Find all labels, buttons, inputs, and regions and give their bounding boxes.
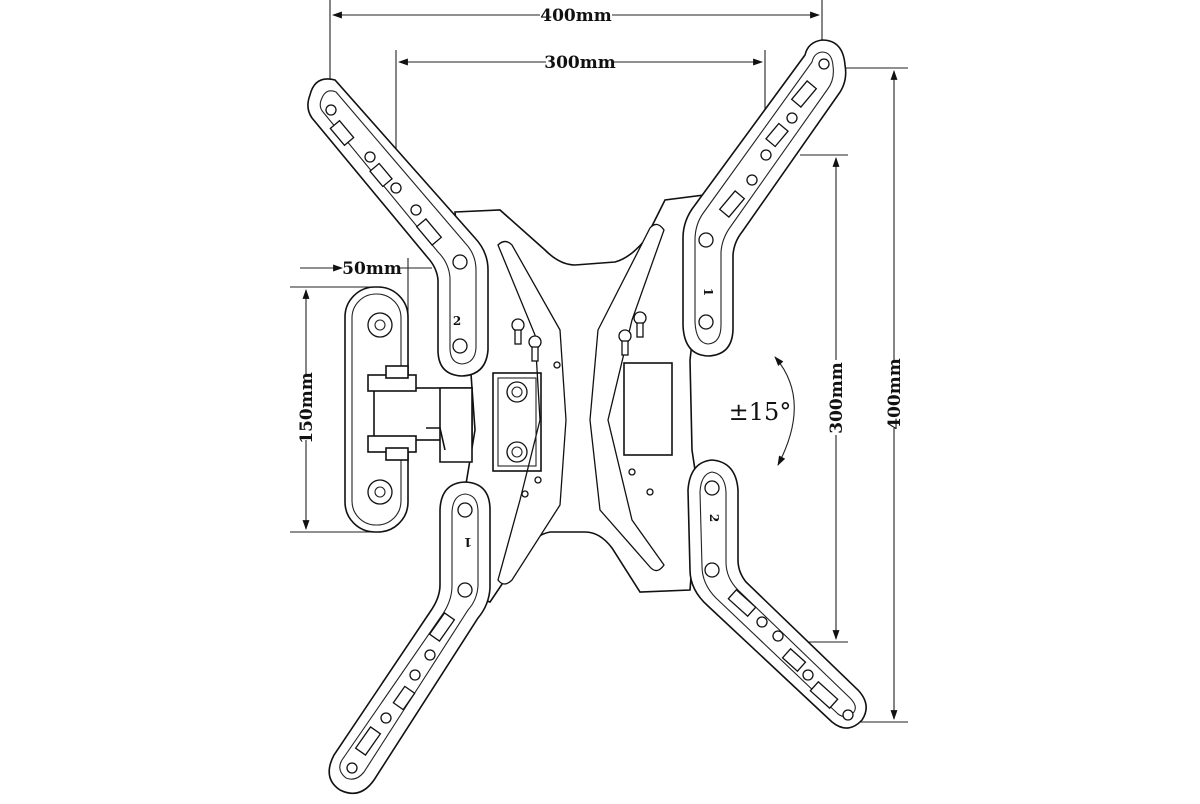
keyhole-left-1 <box>511 318 525 345</box>
keyhole-left-2 <box>528 335 542 362</box>
keyhole-right-2 <box>618 329 632 356</box>
tilt-arc-arrow <box>774 356 795 466</box>
tilt-angle-label: ±15° <box>729 398 792 426</box>
dim-wall-50: 50mm <box>342 259 402 279</box>
dimension-lines <box>290 0 908 723</box>
part-number-lower-left: 1 <box>464 535 472 549</box>
keyhole-right-1 <box>633 311 647 338</box>
center-plate <box>454 192 722 603</box>
dim-top-300: 300mm <box>544 53 615 73</box>
arm-upper-right: 1 <box>682 39 847 357</box>
arm-lower-right: 2 <box>687 459 867 729</box>
arm-upper-left: 2 <box>307 78 489 377</box>
part-number-upper-left: 2 <box>453 314 461 328</box>
part-number-lower-right: 2 <box>707 514 721 522</box>
dim-right-300: 300mm <box>827 362 847 433</box>
swivel-hinge <box>367 365 473 463</box>
arm-lower-left: 1 <box>328 481 491 795</box>
part-number-upper-right: 1 <box>701 288 715 296</box>
dim-wall-150: 150mm <box>297 372 317 443</box>
center-window <box>623 362 673 456</box>
dim-top-400: 400mm <box>540 6 611 26</box>
dim-right-400: 400mm <box>885 358 905 429</box>
bolt-block <box>492 372 542 472</box>
